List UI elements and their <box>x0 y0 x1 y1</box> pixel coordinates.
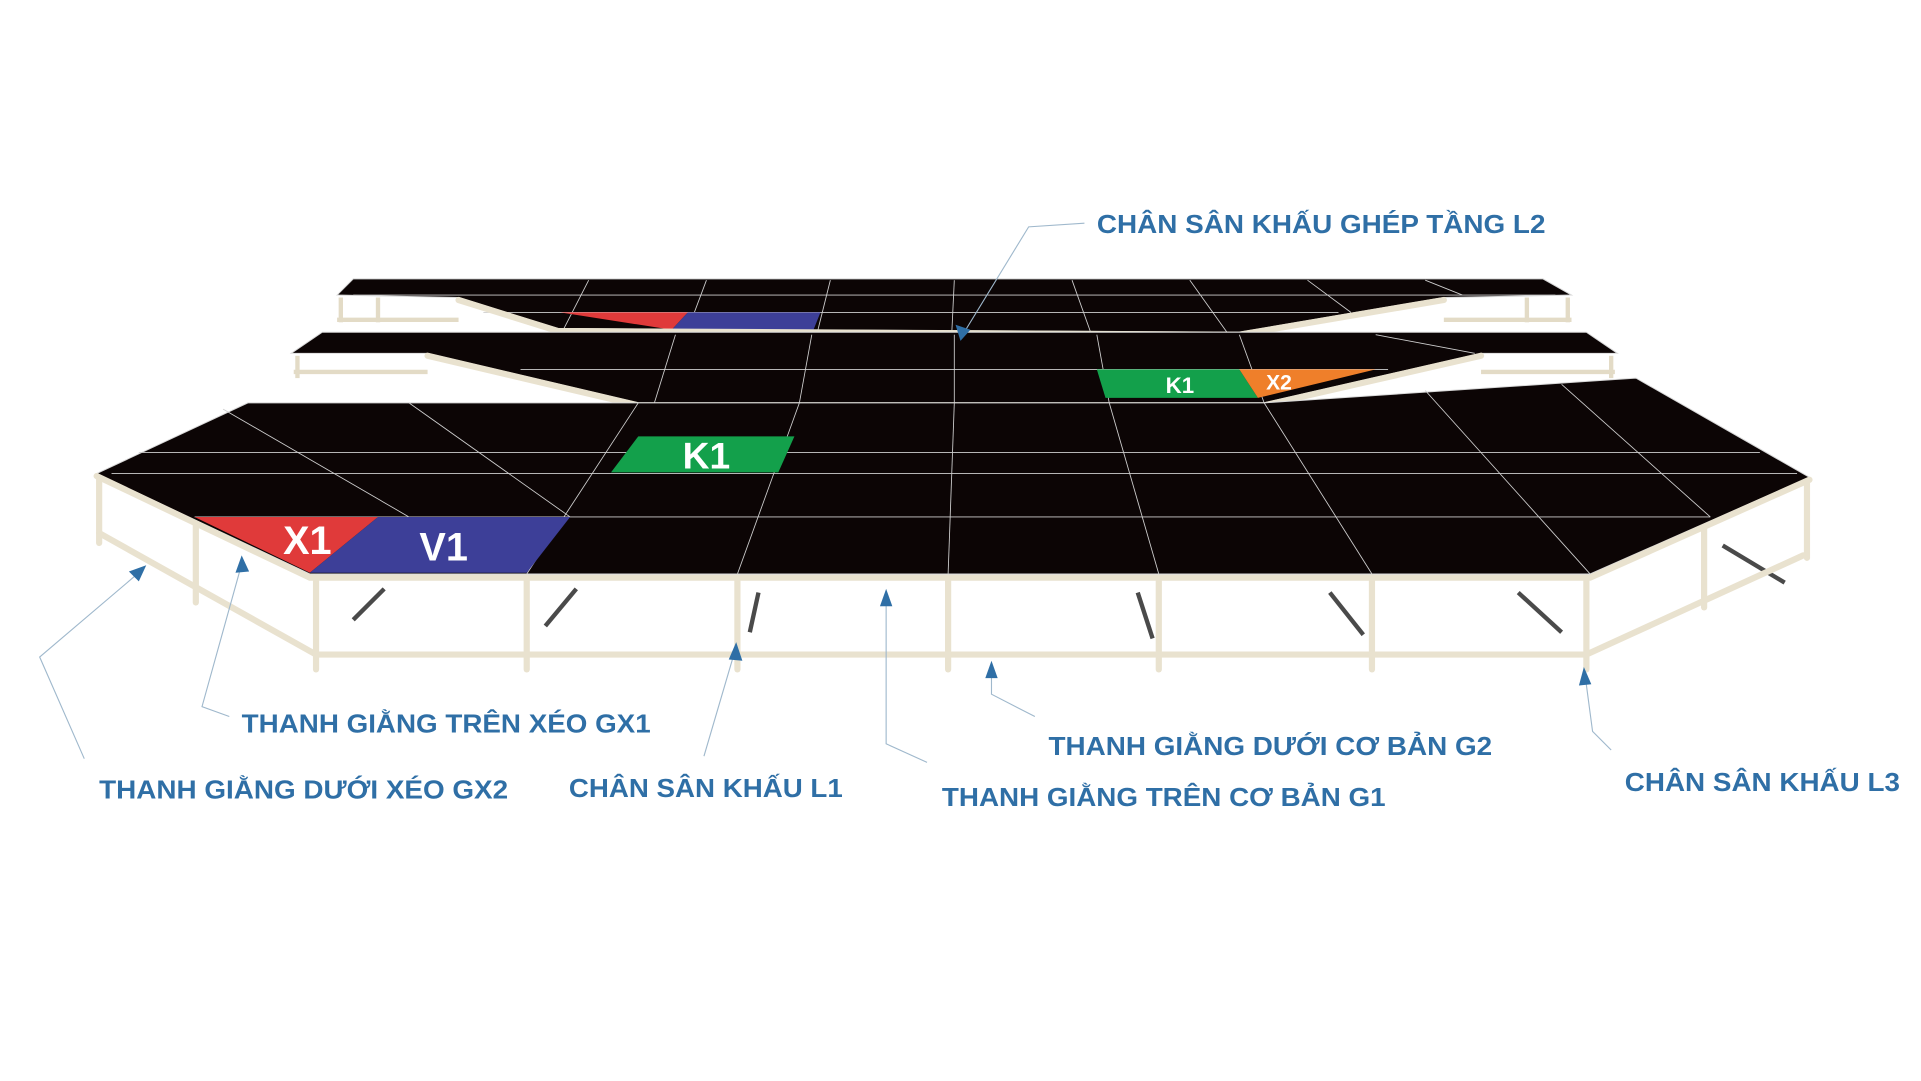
label-thanh-giang-tren-xeo-gx1: THANH GIẰNG TRÊN XÉO GX1 <box>242 709 651 739</box>
level-3-frame <box>337 297 1572 323</box>
label-thanh-giang-duoi-co-ban-g2: THANH GIẰNG DƯỚI CƠ BẢN G2 <box>1048 731 1492 761</box>
label-chan-san-khau-l1: CHÂN SÂN KHẤU L1 <box>569 773 843 803</box>
label-chan-san-khau-ghep-tang-l2: CHÂN SÂN KHẤU GHÉP TẦNG L2 <box>1097 209 1546 239</box>
arrow-gx1 <box>235 555 250 573</box>
red-panel-back <box>560 312 688 330</box>
panel-label-k1-mid: K1 <box>1166 373 1195 398</box>
label-thanh-giang-duoi-xeo-gx2: THANH GIẰNG DƯỚI XÉO GX2 <box>99 774 508 804</box>
labels: CHÂN SÂN KHẤU GHÉP TẦNG L2 THANH GIẰNG T… <box>99 209 1900 812</box>
red-panel-x1 <box>194 516 379 573</box>
panel-label-x1: X1 <box>283 519 332 563</box>
arrow-l3 <box>1578 666 1592 686</box>
arrow-g2 <box>985 660 998 679</box>
stage-level-3 <box>335 278 1574 338</box>
arrow-l2 <box>955 324 971 341</box>
stage-level-1: X1 V1 K1 <box>93 377 1813 673</box>
green-panel-mid <box>1096 369 1258 398</box>
leader-lines <box>38 222 1612 763</box>
blue-panel-back <box>671 312 821 331</box>
label-chan-san-khau-l3: CHÂN SÂN KHẤU L3 <box>1625 767 1900 797</box>
blue-panel-v1 <box>309 516 571 573</box>
label-thanh-giang-tren-co-ban-g1: THANH GIẰNG TRÊN CƠ BẢN G1 <box>942 782 1386 812</box>
level-1-frame <box>96 474 1811 673</box>
panel-label-v1: V1 <box>419 525 468 569</box>
arrow-gx2 <box>128 565 147 582</box>
arrow-g1 <box>879 588 893 607</box>
panel-label-k1-front: K1 <box>683 435 731 477</box>
level-1-top-rail <box>93 472 1813 581</box>
green-panel-k1 <box>611 436 795 473</box>
orange-panel-mid <box>1239 369 1376 398</box>
panel-label-x2: X2 <box>1266 371 1292 394</box>
arrow-l1 <box>728 642 743 661</box>
